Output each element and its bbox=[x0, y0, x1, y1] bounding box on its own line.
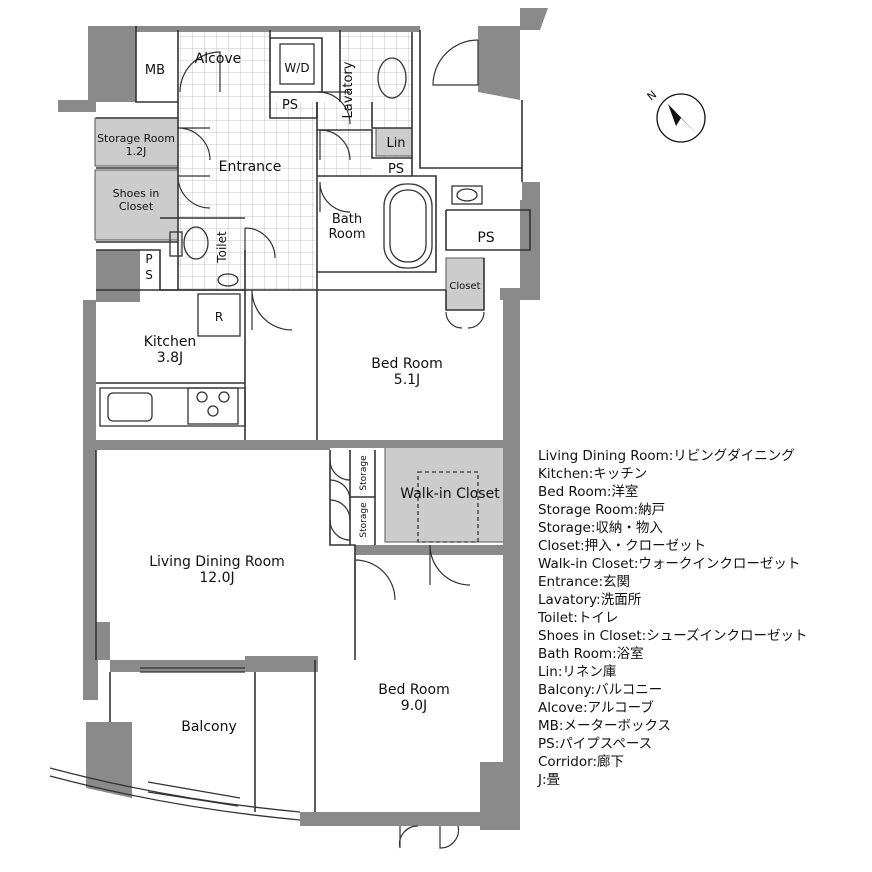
legend-item: PS:パイプスペース bbox=[538, 736, 653, 752]
compass-circle bbox=[656, 93, 706, 143]
legend-item: Bath Room:浴室 bbox=[538, 646, 644, 662]
living-label: Living Dining Room bbox=[149, 554, 285, 570]
legend-item: Storage Room:納戸 bbox=[538, 502, 666, 518]
compass-arrow-icon bbox=[668, 104, 697, 134]
bedroom-1-size: 5.1J bbox=[394, 372, 420, 388]
walls bbox=[58, 8, 548, 830]
legend-item: Closet:押入・クローゼット bbox=[538, 538, 707, 554]
cooktop bbox=[187, 387, 239, 425]
bedroom-2-label: Bed Room bbox=[378, 682, 449, 698]
burner-icon bbox=[218, 391, 230, 403]
balcony-sliding-door bbox=[140, 667, 245, 673]
storage-room-size: 1.2J bbox=[126, 145, 147, 158]
walkin-closet-label: Walk-in Closet bbox=[400, 486, 500, 502]
legend-item: Shoes in Closet:シューズインクローゼット bbox=[538, 628, 808, 644]
storage-room-label: Storage Room bbox=[97, 132, 175, 145]
toilet-label: Toilet bbox=[215, 231, 229, 264]
ps-bath-label: PS bbox=[388, 162, 404, 177]
ps-right-label: PS bbox=[477, 230, 494, 246]
shoes-label-2: Closet bbox=[119, 200, 154, 213]
bathtub-inner bbox=[389, 189, 427, 263]
lin-label: Lin bbox=[386, 136, 405, 151]
storage-2-label: Storage bbox=[359, 502, 369, 538]
ps-top-label: PS bbox=[282, 98, 298, 113]
closet-label: Closet bbox=[449, 281, 480, 292]
washer-dryer-box bbox=[279, 43, 315, 85]
legend: Living Dining Room:リビングダイニング Kitchen:キッチ… bbox=[538, 447, 808, 789]
legend-item: Alcove:アルコーブ bbox=[538, 700, 654, 716]
legend-item: Entrance:玄関 bbox=[538, 574, 631, 590]
small-sink-bowl bbox=[456, 188, 478, 202]
lavatory-basin bbox=[377, 57, 407, 99]
balcony-railing bbox=[49, 767, 301, 821]
wd-label: W/D bbox=[284, 61, 309, 75]
legend-item: MB:メーターボックス bbox=[538, 718, 672, 734]
kitchen-size: 3.8J bbox=[157, 350, 183, 366]
interior-walls bbox=[95, 26, 531, 812]
lavatory-label: Lavatory bbox=[341, 61, 356, 118]
burner-icon bbox=[207, 405, 219, 417]
storage-1-label: Storage bbox=[359, 455, 369, 491]
toilet-tank bbox=[169, 231, 183, 257]
mb-label: MB bbox=[145, 63, 165, 78]
door-swings bbox=[177, 39, 485, 849]
legend-item: J:畳 bbox=[538, 772, 561, 788]
refrigerator-box bbox=[197, 293, 241, 337]
legend-item: Balcony:バルコニー bbox=[538, 682, 663, 698]
bath-label-1: Bath bbox=[332, 212, 362, 227]
legend-item: Bed Room:洋室 bbox=[538, 484, 639, 500]
legend-item: Walk-in Closet:ウォークインクローゼット bbox=[538, 556, 801, 572]
legend-item: Storage:収納・物入 bbox=[538, 520, 663, 536]
burner-icon bbox=[196, 391, 208, 403]
bath-label-2: Room bbox=[328, 227, 365, 242]
bedroom-1-label: Bed Room bbox=[371, 356, 442, 372]
bedroom-2-size: 9.0J bbox=[401, 698, 427, 714]
attic-hatch bbox=[417, 471, 479, 543]
living-size: 12.0J bbox=[199, 570, 234, 586]
legend-item: Corridor:廊下 bbox=[538, 754, 624, 770]
compass-north-label: N bbox=[645, 88, 660, 103]
storage-fills bbox=[94, 117, 510, 543]
legend-item: Lin:リネン庫 bbox=[538, 664, 617, 680]
refrigerator-label: R bbox=[215, 310, 223, 324]
shoes-label-1: Shoes in bbox=[113, 187, 160, 200]
kitchen-sink bbox=[107, 392, 153, 422]
legend-item: Lavatory:洗面所 bbox=[538, 592, 642, 608]
room-labels: MB Alcove W/D Lavatory PS Lin PS PS Stor… bbox=[97, 51, 500, 735]
kitchen-label: Kitchen bbox=[144, 334, 197, 350]
small-sink bbox=[451, 185, 483, 205]
toilet-sink bbox=[217, 273, 239, 287]
balcony-label: Balcony bbox=[181, 719, 237, 735]
legend-item: Living Dining Room:リビングダイニング bbox=[538, 448, 795, 464]
entrance-label: Entrance bbox=[219, 159, 282, 175]
ps-left-label-2: S bbox=[145, 268, 153, 282]
ps-left-label-1: P bbox=[145, 252, 152, 266]
alcove-label: Alcove bbox=[195, 51, 242, 67]
legend-item: Toilet:トイレ bbox=[538, 610, 619, 626]
fixtures bbox=[99, 43, 483, 673]
bathtub bbox=[383, 183, 433, 269]
kitchen-counter bbox=[99, 387, 246, 427]
compass: N bbox=[645, 88, 706, 143]
toilet-bowl bbox=[183, 226, 209, 260]
legend-item: Kitchen:キッチン bbox=[538, 466, 648, 482]
